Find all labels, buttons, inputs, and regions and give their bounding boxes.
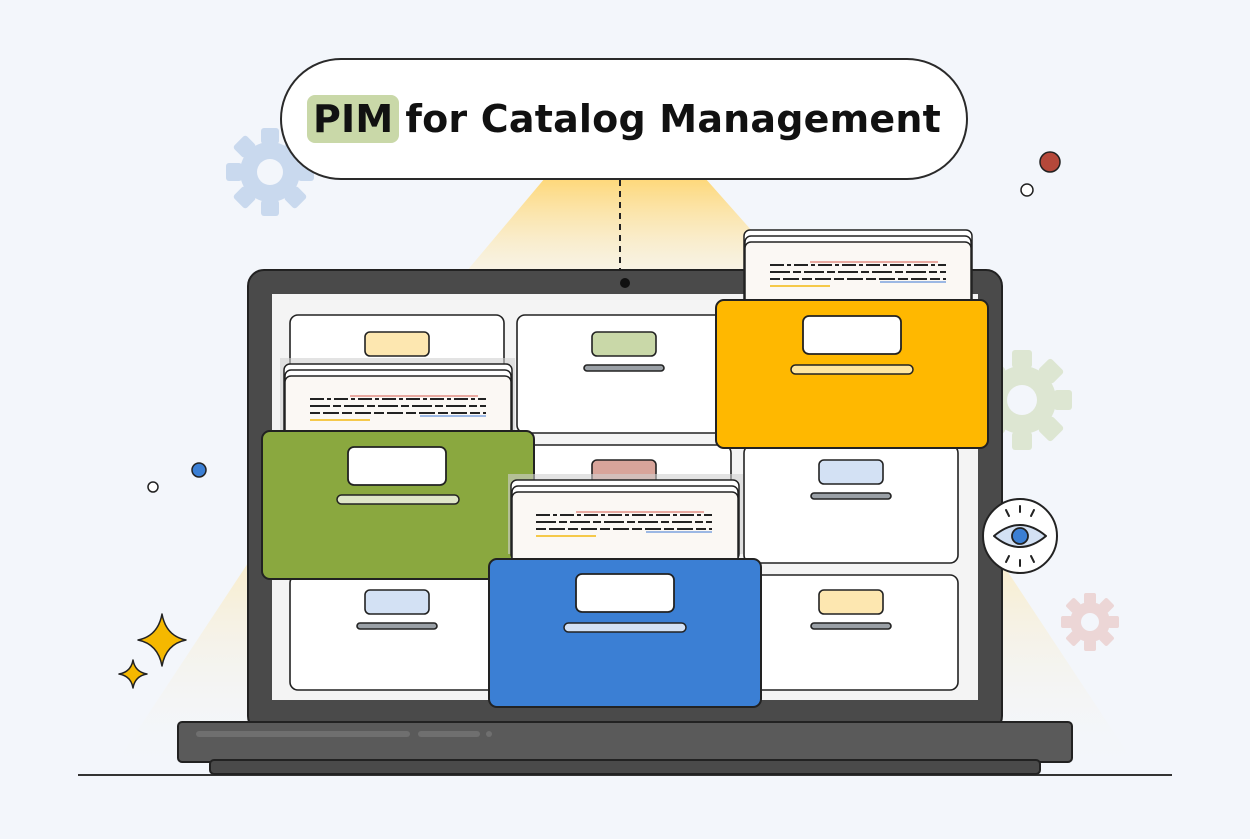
drawer-label: [364, 589, 430, 615]
drawer-label: [818, 589, 884, 615]
page-title: PIM for Catalog Management: [306, 95, 942, 143]
document-lines: [770, 261, 946, 287]
accent-dot: [147, 481, 159, 493]
sparkle-icon: [118, 659, 148, 689]
accent-dot: [1039, 151, 1061, 173]
drawer-label: [364, 331, 430, 357]
laptop-hinge-line: [196, 731, 410, 737]
title-highlight: PIM: [306, 95, 400, 143]
drawer-label: [802, 315, 902, 355]
title-banner: PIM for Catalog Management: [280, 58, 968, 180]
laptop-camera: [620, 278, 630, 288]
drawer-handle: [583, 364, 665, 372]
drawer-handle: [810, 622, 892, 630]
title-rest: for Catalog Management: [405, 97, 942, 141]
accent-dot: [1020, 183, 1034, 197]
drawer-label: [575, 573, 675, 613]
gear-icon: [1061, 593, 1119, 651]
laptop-foot: [209, 759, 1041, 775]
sparkle-icon: [137, 613, 187, 667]
accent-dot: [191, 462, 207, 478]
drawer-handle: [810, 492, 892, 500]
laptop-hinge-line: [486, 731, 492, 737]
laptop-base: [177, 721, 1073, 763]
drawer-label: [818, 459, 884, 485]
drawer-label: [347, 446, 447, 486]
open-drawer-blue: [488, 474, 762, 708]
drawer-handle: [336, 494, 460, 505]
eye-icon: [982, 498, 1058, 574]
drawer-handle: [356, 622, 438, 630]
open-drawer-yellow: [715, 229, 989, 449]
document-lines: [310, 395, 486, 421]
drawer-handle: [790, 364, 914, 375]
document-lines: [536, 511, 712, 537]
drawer-front: [488, 558, 762, 708]
drawer-label: [591, 331, 657, 357]
open-drawer-green: [261, 358, 535, 580]
drawer-handle: [563, 622, 687, 633]
light-beam: [455, 178, 800, 285]
laptop-hinge-line: [418, 731, 480, 737]
